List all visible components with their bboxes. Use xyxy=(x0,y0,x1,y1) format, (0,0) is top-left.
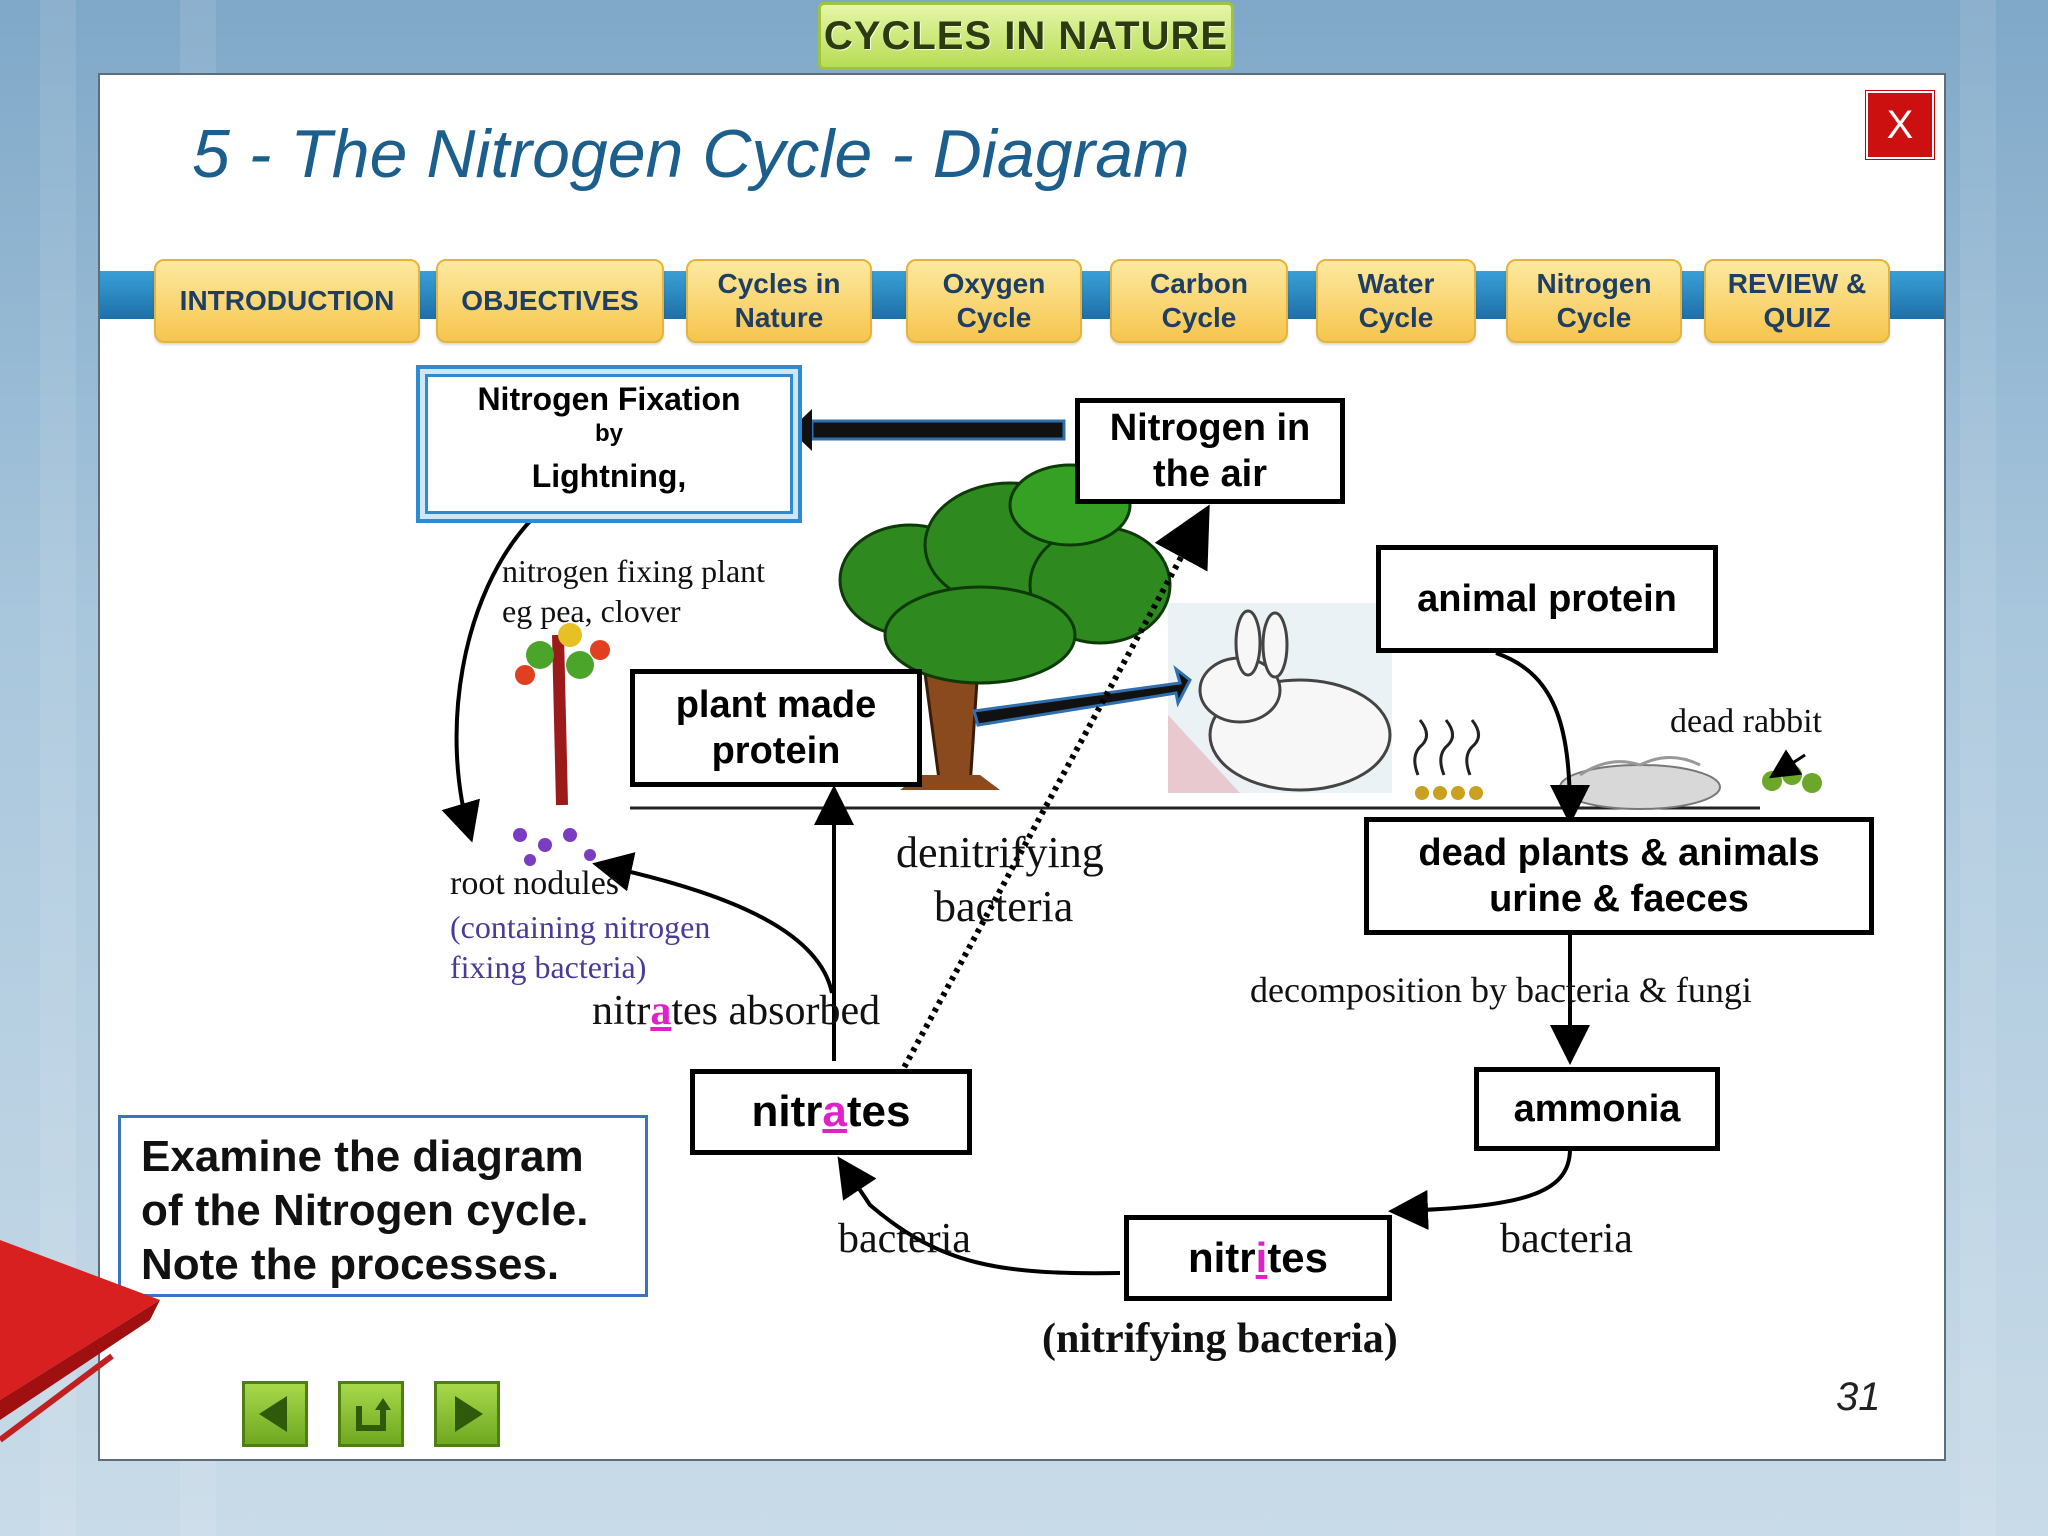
label-fixing-bacteria: fixing bacteria) xyxy=(450,949,647,985)
decay-illustration xyxy=(1413,719,1483,800)
box-line: dead plants & animals xyxy=(1418,832,1820,874)
next-button[interactable] xyxy=(434,1381,500,1447)
rabbit-illustration xyxy=(1168,595,1400,793)
nav-label: Cycle xyxy=(1358,302,1434,333)
box-line: protein xyxy=(711,730,841,772)
arrow-animal-to-dead xyxy=(1495,651,1590,825)
nav-objectives[interactable]: OBJECTIVES xyxy=(436,259,664,343)
return-arrow-icon xyxy=(356,1398,391,1431)
pea-plant-illustration xyxy=(513,623,610,866)
label-bacteria-left: bacteria xyxy=(838,1216,971,1262)
instruction-line: Note the processes. xyxy=(141,1240,560,1289)
label-nitrifying-bacteria: (nitrifying bacteria) xyxy=(1042,1316,1398,1362)
label-fixing-plant: nitrogen fixing plant xyxy=(502,553,766,589)
nav-label: Water xyxy=(1357,268,1435,299)
nav-label: Nitrogen xyxy=(1536,268,1652,299)
nitrates-box: nitrates xyxy=(690,1069,972,1155)
arrow-plant-to-rabbit xyxy=(972,664,1192,727)
arrow-to-root-nodules xyxy=(592,852,834,994)
label-root-nodules: root nodules xyxy=(450,865,620,902)
word-part: nitr xyxy=(592,988,651,1034)
label-decomposition: decomposition by bacteria & fungi xyxy=(1250,970,1752,1010)
label-bacteria-right: bacteria xyxy=(1500,1216,1633,1262)
word-part: tes absorbed xyxy=(671,988,881,1034)
arrow-dead-rabbit-label xyxy=(1768,749,1806,779)
instruction-box: Examine the diagram of the Nitrogen cycl… xyxy=(118,1115,648,1297)
label-denitrifying: denitrifying xyxy=(896,828,1104,877)
arrow-fixation-to-roots xyxy=(441,517,534,843)
nitrogen-fixation-box: Nitrogen Fixation by Lightning, xyxy=(416,365,802,523)
nav-label: INTRODUCTION xyxy=(179,285,395,316)
label-containing: (containing nitrogen xyxy=(450,909,711,945)
instruction-line: Examine the diagram xyxy=(141,1132,584,1181)
prev-button[interactable] xyxy=(242,1381,308,1447)
animal-protein-box: animal protein xyxy=(1376,545,1718,653)
word-part: nitr xyxy=(751,1087,823,1136)
nav-introduction[interactable]: INTRODUCTION xyxy=(154,259,420,343)
page-number: 31 xyxy=(1836,1375,1881,1419)
background-stripe xyxy=(40,0,76,1536)
instruction-line: of the Nitrogen cycle. xyxy=(141,1186,589,1235)
nav-label: Cycles in xyxy=(717,268,841,299)
nav-label: Cycle xyxy=(1161,302,1237,333)
slide-panel: 5 - The Nitrogen Cycle - Diagram X INTRO… xyxy=(98,73,1946,1461)
box-line: urine & faeces xyxy=(1489,878,1749,920)
nav-label: QUIZ xyxy=(1763,302,1831,333)
highlight-letter: i xyxy=(1255,1234,1268,1281)
next-arrow-icon xyxy=(455,1396,483,1432)
nav-label: REVIEW & xyxy=(1727,268,1867,299)
box-line: the air xyxy=(1152,453,1268,495)
tree-illustration xyxy=(838,463,1172,790)
nav-label: Carbon xyxy=(1150,268,1248,299)
word-part: nitr xyxy=(1187,1234,1256,1281)
label-denitrifying-bacteria: bacteria xyxy=(934,882,1074,931)
label-fixing-plant-eg: eg pea, clover xyxy=(502,593,681,629)
box-line: plant made xyxy=(675,684,877,726)
nav-label: OBJECTIVES xyxy=(461,285,639,316)
arrow-ammonia-to-nitrites xyxy=(1388,1148,1572,1230)
nav-label: Oxygen xyxy=(942,268,1046,299)
label-dead-rabbit: dead rabbit xyxy=(1670,703,1822,740)
fixation-agent: Lightning, xyxy=(531,458,687,494)
arrow-nitrites-to-nitrates xyxy=(837,1156,1121,1276)
word-part: tes xyxy=(1267,1234,1329,1281)
dead-rabbit-illustration xyxy=(1559,756,1822,810)
prev-arrow-icon xyxy=(259,1396,287,1432)
fixation-title: Nitrogen Fixation xyxy=(477,381,741,417)
box-line: animal protein xyxy=(1417,578,1677,620)
nav-label: Cycle xyxy=(1556,302,1632,333)
fixation-by: by xyxy=(594,420,623,447)
nav-label: Cycle xyxy=(956,302,1032,333)
nitrites-box: nitrites xyxy=(1124,1215,1392,1301)
highlight-letter: a xyxy=(650,988,672,1034)
highlight-letter: a xyxy=(822,1087,847,1136)
nav-label: Nature xyxy=(734,302,824,333)
nav-review-quiz[interactable]: REVIEW &QUIZ xyxy=(1704,259,1890,343)
label-nitrates-absorbed: nitrates absorbed xyxy=(592,987,880,1035)
diagram-arrows xyxy=(441,409,1822,1276)
word-part: tes xyxy=(846,1087,911,1136)
close-button[interactable]: X xyxy=(1866,91,1934,159)
box-line: Nitrogen in xyxy=(1109,407,1311,449)
return-button[interactable] xyxy=(338,1381,404,1447)
banner-title: CYCLES IN NATURE xyxy=(818,2,1234,70)
box-line: ammonia xyxy=(1513,1088,1681,1130)
arrow-air-to-fixation xyxy=(810,419,1066,441)
arrow-denitrifying xyxy=(897,504,1210,1077)
page-title: 5 - The Nitrogen Cycle - Diagram xyxy=(192,116,1190,192)
ammonia-box: ammonia xyxy=(1474,1067,1720,1151)
background-stripe xyxy=(1960,0,1996,1536)
